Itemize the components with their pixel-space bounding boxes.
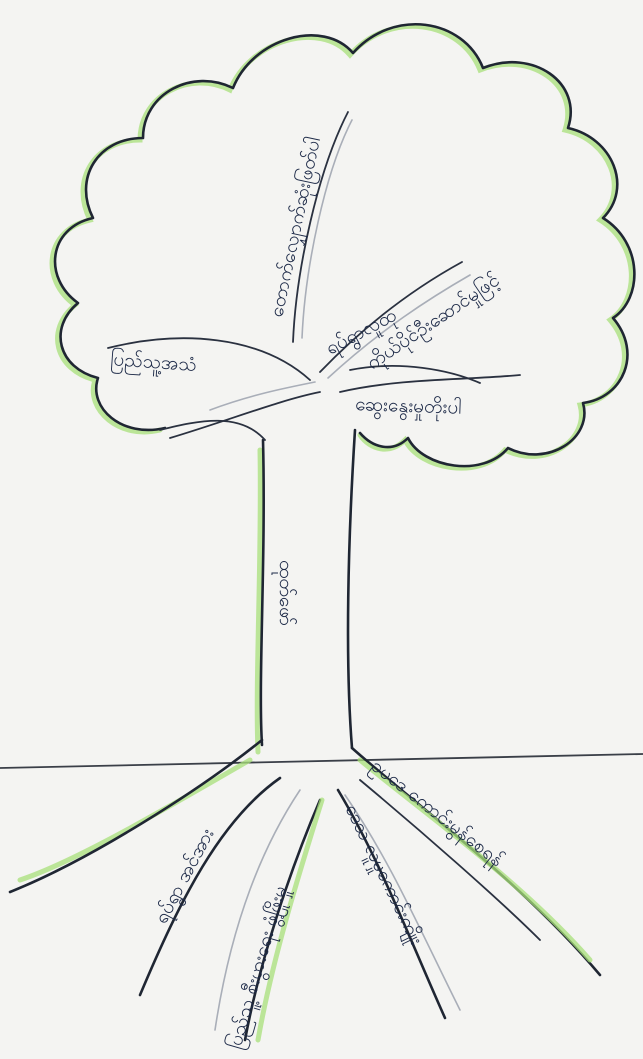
- label-right-branch: ဆွေးနွေးမှုတိုးပါ: [355, 392, 462, 423]
- label-root-center-right: ဒေသ လူမှုကောင်းကျိုး: [337, 800, 429, 950]
- tree-roots: [8, 738, 602, 1043]
- label-trunk: ထုတ်ဖော်: [271, 560, 298, 626]
- label-root-left: ရပ်ရွာ အင်အား: [149, 824, 222, 929]
- tree-crown: [49, 22, 636, 471]
- crown-branches: [107, 111, 521, 439]
- label-top-branch: တောက်လျှောက်ဆုံးဖြတ်ပါ: [263, 135, 329, 320]
- label-left-branch: ပြည်သူ့အသံ: [109, 346, 197, 380]
- ground-line: [0, 753, 643, 769]
- tree-trunk: [159, 419, 357, 755]
